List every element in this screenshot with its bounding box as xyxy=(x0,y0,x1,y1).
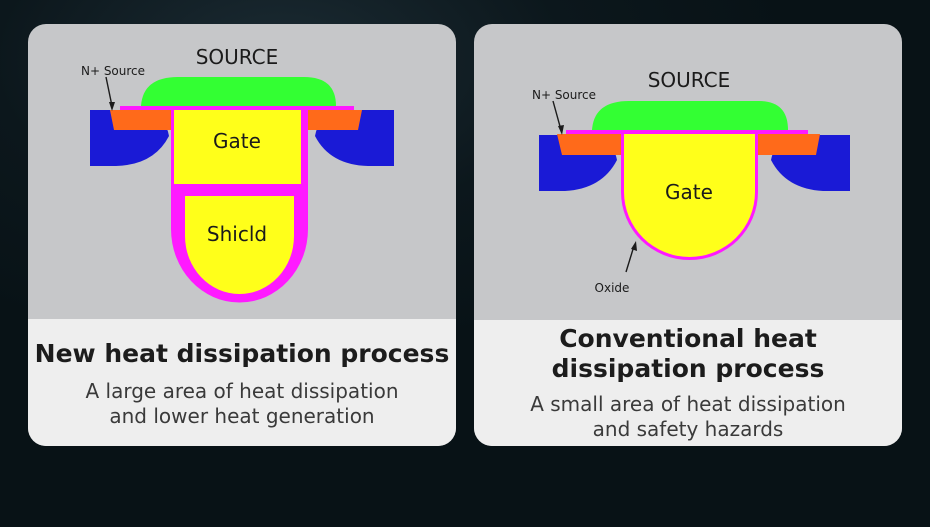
oxide-arrow xyxy=(625,245,635,273)
conventional-process-title-line1: Conventional heat xyxy=(559,324,817,353)
conventional-process-subtitle-line1: A small area of heat dissipation xyxy=(530,392,846,416)
new-process-subtitle-line2: and lower heat generation xyxy=(109,404,375,428)
n-source-label: N+ Source xyxy=(81,64,145,78)
n-plus-source-right xyxy=(301,110,362,130)
new-process-subtitle-line1: A large area of heat dissipation xyxy=(85,379,399,403)
new-process-subtitle: A large area of heat dissipation and low… xyxy=(28,379,456,429)
gate-label: Gate xyxy=(213,129,261,153)
new-process-caption: New heat dissipation process A large are… xyxy=(28,319,456,446)
conventional-process-subtitle-line2: and safety hazards xyxy=(592,417,784,441)
oxide-label: Oxide xyxy=(595,281,630,295)
conventional-process-diagram: SOURCE N+ Source Gate Oxide xyxy=(532,68,850,295)
n-plus-source-right xyxy=(757,134,820,155)
n-source-arrow-head xyxy=(109,102,115,111)
shield-poly xyxy=(185,196,294,294)
n-source-arrow xyxy=(105,76,113,107)
source-metal xyxy=(592,101,788,130)
new-process-diagram: SOURCE N+ Source Gate Shicld xyxy=(81,45,394,303)
oxide-arrow-head xyxy=(631,241,637,251)
new-process-title: New heat dissipation process xyxy=(34,339,450,368)
conventional-process-title: Conventional heat dissipation process xyxy=(474,320,902,384)
gate-poly xyxy=(624,134,755,257)
gate-poly xyxy=(174,110,301,184)
conventional-process-title-line2: dissipation process xyxy=(551,354,825,383)
source-label: SOURCE xyxy=(648,68,731,92)
n-source-arrow xyxy=(552,100,562,131)
conventional-process-card: SOURCE N+ Source Gate Oxide Conventional… xyxy=(474,24,902,446)
gate-label: Gate xyxy=(665,180,713,204)
shield-label: Shicld xyxy=(207,222,267,246)
source-metal xyxy=(141,77,336,106)
n-source-arrow-head xyxy=(558,125,564,135)
n-plus-source-left xyxy=(557,134,624,155)
conventional-process-subtitle: A small area of heat dissipation and saf… xyxy=(474,392,902,442)
n-plus-source-left xyxy=(110,110,173,130)
new-process-card: SOURCE N+ Source Gate Shicld New heat di… xyxy=(28,24,456,446)
n-source-label: N+ Source xyxy=(532,88,596,102)
source-label: SOURCE xyxy=(196,45,279,69)
conventional-process-caption: Conventional heat dissipation process A … xyxy=(474,320,902,446)
